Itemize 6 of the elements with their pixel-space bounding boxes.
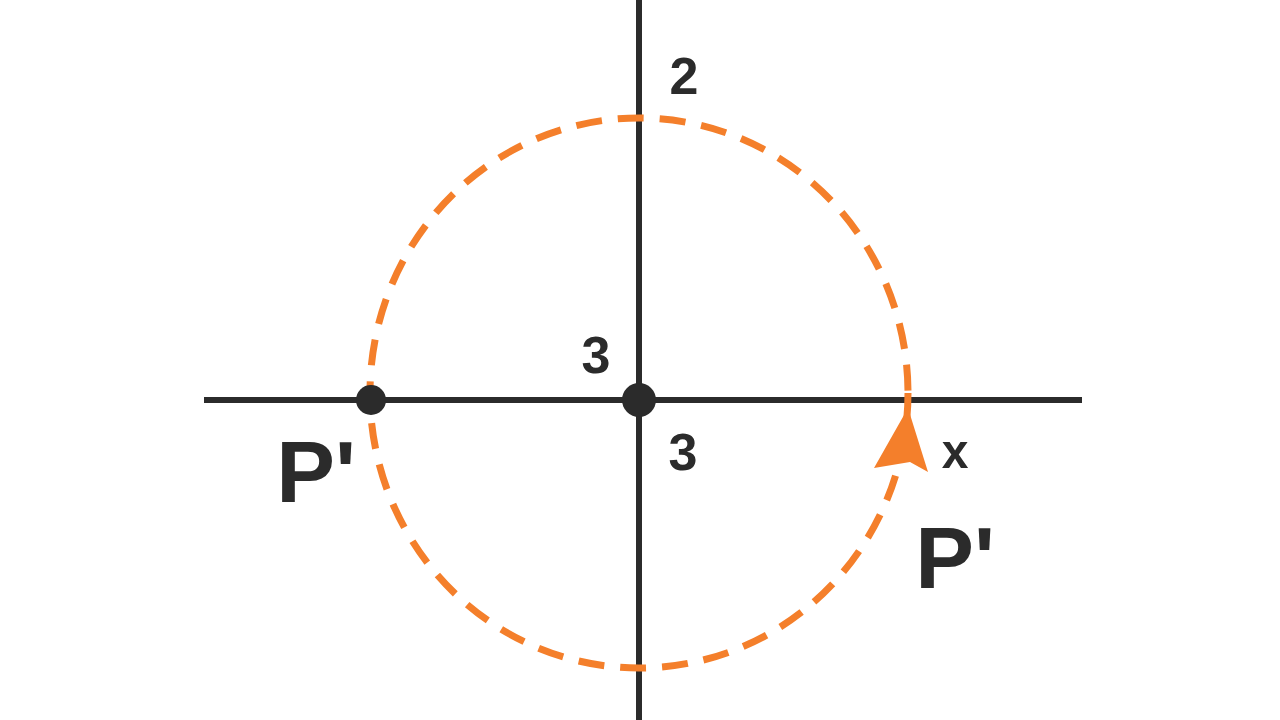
axis-number: 3 bbox=[581, 329, 611, 381]
axis-label: x bbox=[941, 428, 969, 476]
point-label: P' bbox=[915, 514, 995, 602]
point-label: P' bbox=[276, 428, 356, 516]
axis-number: 2 bbox=[669, 50, 699, 102]
axis-number: 3 bbox=[668, 426, 698, 478]
